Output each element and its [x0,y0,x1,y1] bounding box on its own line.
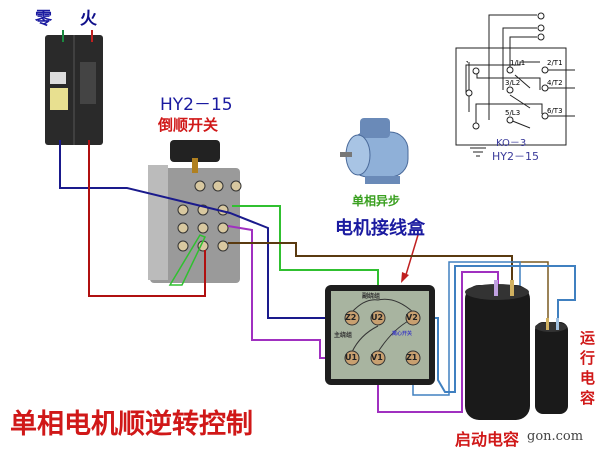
wire-neutral [59,140,345,319]
neutral-label: 零 [35,9,52,29]
terminal-z1: Z1 [406,353,418,362]
terminal-u2: U2 [371,313,384,322]
run-capacitor [535,318,568,414]
wire-brown [228,242,513,292]
start-capacitor-label: 启动电容 [455,430,520,449]
contact-3-l2: 3/L2 [505,79,521,87]
switch-name-label: 倒顺开关 [158,116,219,134]
run-capacitor-label: 运行电容 [580,329,596,407]
wire-lightblue-v2 [420,265,576,393]
wire-purple-v1 [377,271,499,413]
terminal-box [325,285,435,385]
contact-4-t2: 4/T2 [547,79,563,87]
schematic-model-ko3: KO－3 [496,138,527,149]
wires [59,140,576,413]
watermark: gon.com [527,429,584,444]
main-winding-label: 主绕组 [334,332,353,339]
terminal-z2: Z2 [345,313,357,322]
aux-winding-label: 副绕组 [362,293,381,300]
terminal-v2: V2 [406,313,418,322]
contact-2-t1: 2/T1 [547,59,563,67]
live-label: 火 [80,9,97,29]
wire-lightblue-z1 [412,261,521,396]
schematic [455,12,575,157]
switch-model-label: HY2－15 [160,95,233,115]
start-capacitor [465,280,530,420]
contact-5-l3: 5/L3 [505,109,521,117]
terminal-u1: U1 [345,353,358,362]
diagram-title: 单相电机顺逆转控制 [10,409,253,440]
wire-green [232,205,379,310]
circuit-breaker [45,30,103,145]
motor-type-label: 单相异步 [352,194,401,208]
terminal-v1: V1 [371,353,383,362]
reversing-switch [148,140,242,286]
motor-image [340,118,409,184]
contact-6-t3: 6/T3 [547,107,563,115]
wire-live [88,140,206,297]
junction-box-label: 电机接线盒 [335,218,425,239]
schematic-model-hy2: HY2－15 [492,150,539,163]
wire-brown-run [512,261,549,325]
centrifugal-switch-label: 离心开关 [392,331,413,337]
wire-purple-u1 [227,225,345,359]
contact-1-l1: 1/L1 [510,59,526,67]
